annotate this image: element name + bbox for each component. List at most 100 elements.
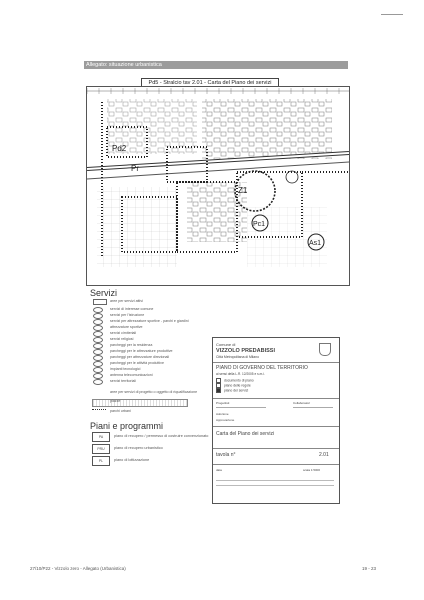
servizi-piazze: piazze — [110, 399, 121, 403]
servizi-legend-item: parcheggi per le attività produttive — [92, 361, 202, 367]
legend-symbol-icon — [93, 361, 103, 367]
servizi-legend-item: servizi per attrezzature sportive - parc… — [92, 319, 202, 325]
servizi-legend-item: servizi per l'istruzione — [92, 313, 202, 319]
servizi-legend-item: antenna telecomunicazioni — [92, 373, 202, 379]
legge: ai sensi della L.R. 12/2005 e s.m.i. — [216, 372, 265, 376]
legend-symbol-icon — [93, 343, 103, 349]
divider — [213, 398, 339, 399]
servizi-legend-item: servizi religiosi — [92, 337, 202, 343]
piano-option: piano dei servizi — [216, 388, 248, 393]
servizi-title: Servizi — [90, 288, 118, 298]
piano-option: documento di piano — [216, 378, 254, 383]
tavola-label: tavola n° — [216, 452, 236, 458]
page-number: 19 - 23 — [362, 566, 377, 571]
legend-symbol-icon — [93, 313, 103, 319]
divider — [213, 448, 339, 449]
data-label: data — [216, 468, 222, 472]
piano-option-label: piano delle regole — [224, 383, 251, 388]
servizi-legend-item: parcheggi per la residenza — [92, 343, 202, 349]
approvazione-label: Approvazione — [216, 418, 235, 422]
servizi-legend-item: servizi cimiteriali — [92, 331, 202, 337]
section-banner-text: Allegato: situazione urbanistica — [86, 62, 162, 68]
checkbox-icon — [216, 378, 221, 383]
legend-label: parcheggi per la residenza — [110, 342, 153, 347]
legend-symbol-icon — [93, 355, 103, 361]
servizi-legend-item: attrezzature sportive — [92, 325, 202, 331]
adozione-label: Adozione — [216, 412, 229, 416]
servizi-legend-item: aree per servizi attivi — [92, 299, 202, 305]
text-line — [216, 407, 266, 408]
section-banner: Allegato: situazione urbanistica — [84, 61, 348, 69]
provincia: Città Metropolitana di Milano — [216, 355, 259, 359]
progettisti-label: Progettisti — [216, 401, 230, 405]
map-excerpt: Pd2 Pr Z1 Pc1 As1 — [86, 86, 350, 286]
legend-label: servizi di interesse comune — [110, 306, 154, 311]
piano-option-label: documento di piano — [224, 378, 254, 383]
text-line — [216, 480, 334, 482]
title-block: Comune di VIZZOLO PREDABISSI Città Metro… — [212, 337, 340, 504]
servizi-legend: aree per servizi attivi servizi di intere… — [92, 299, 202, 391]
legend-label: servizi per attrezzature sportive - parc… — [110, 318, 189, 323]
coat-of-arms-icon — [319, 343, 331, 356]
legend-symbol-icon — [93, 299, 107, 305]
text-line — [216, 485, 334, 487]
divider — [213, 362, 339, 363]
collaboratori-label: Collaboratori — [293, 401, 311, 405]
map-drawing: Pd2 Pr Z1 Pc1 As1 — [87, 88, 349, 267]
legend-label: servizi territoriali — [110, 378, 136, 383]
servizi-extra: aree per servizi di progetto o oggetto d… — [110, 390, 198, 394]
plan-label: piano di lottizzazione — [114, 458, 150, 462]
parchi-symbol — [92, 409, 106, 415]
legend-symbol-icon — [93, 319, 103, 325]
map-label-pd2: Pd2 — [112, 144, 127, 153]
servizi-legend-item: impianti tecnologici — [92, 367, 202, 373]
legend-label: servizi per l'istruzione — [110, 312, 145, 317]
map-label-pc1: Pc1 — [253, 221, 265, 228]
checkbox-icon — [216, 388, 221, 393]
servizi-legend-item: parcheggi per attrezzature direzionali — [92, 355, 202, 361]
plan-code-box: PL — [92, 456, 110, 466]
tavola-numero: 2.01 — [319, 452, 329, 458]
plan-label: piano di recupero urbanistico — [114, 446, 163, 450]
legend-label: parcheggi per attrezzature direzionali — [110, 354, 170, 359]
servizi-legend-item: servizi territoriali — [92, 379, 202, 385]
piano-title: PIANO DI GOVERNO DEL TERRITORIO — [216, 365, 308, 371]
legend-label: parcheggi per le attrezzature produttive — [110, 348, 173, 353]
divider — [213, 426, 339, 427]
divider — [213, 464, 339, 465]
comune-name: VIZZOLO PREDABISSI — [216, 348, 275, 354]
legend-label: parcheggi per le attività produttive — [110, 360, 164, 365]
checkbox-icon — [216, 383, 221, 388]
scala-label: scala 1:5000 — [303, 468, 321, 472]
tavola-titolo: Carta del Piano dei servizi — [216, 431, 275, 437]
legend-label: servizi cimiteriali — [110, 330, 137, 335]
legend-symbol-icon — [93, 325, 103, 331]
piano-option-label: piano dei servizi — [224, 388, 249, 393]
legend-symbol-icon — [93, 373, 103, 379]
legend-label: impianti tecnologici — [110, 366, 141, 371]
footer-left: 27/10/P22 - Vizzolo zero - Allegato (Urb… — [30, 566, 126, 571]
plan-label: piano di recupero / permesso di costruir… — [114, 434, 209, 438]
servizi-legend-item: servizi di interesse comune — [92, 307, 202, 313]
comune-label: Comune di — [216, 342, 236, 347]
map-label-as1: As1 — [309, 240, 321, 247]
plan-code-box: PRU — [92, 444, 110, 454]
legend-label: servizi religiosi — [110, 336, 134, 341]
legend-symbol-icon — [93, 349, 103, 355]
legend-symbol-icon — [93, 379, 103, 385]
legend-label: aree per servizi attivi — [110, 298, 143, 303]
piani-title: Piani e programmi — [90, 421, 164, 431]
piano-option: piano delle regole — [216, 383, 251, 388]
map-label-z1: Z1 — [238, 186, 248, 195]
servizi-legend-item: parcheggi per le attrezzature produttive — [92, 349, 202, 355]
extra-hatch — [92, 399, 188, 407]
legend-symbol-icon — [93, 331, 103, 337]
map-label-pr: Pr — [131, 164, 139, 173]
legend-symbol-icon — [93, 337, 103, 343]
legend-label: antenna telecomunicazioni — [110, 372, 153, 377]
plan-code-box: PA — [92, 432, 110, 442]
crop-mark — [381, 14, 403, 25]
legend-symbol-icon — [93, 367, 103, 373]
legend-label: attrezzature sportive — [110, 324, 143, 329]
piani-legend: PA piano di recupero / permesso di costru… — [92, 432, 208, 468]
